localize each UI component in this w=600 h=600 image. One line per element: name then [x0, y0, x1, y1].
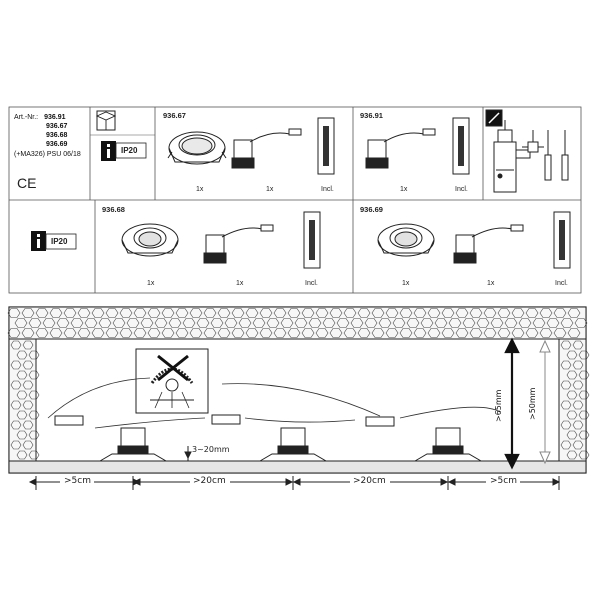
info-icon [31, 231, 77, 251]
gap-label: 3~20mm [192, 445, 230, 454]
package-id: 936.68 [102, 205, 125, 214]
qty-label: Incl. [555, 280, 568, 287]
qty-label: Incl. [455, 186, 468, 193]
spacing-label: >20cm [353, 476, 386, 486]
package-box-icon [95, 110, 117, 131]
article-label: Art.-Nr.: [14, 114, 39, 121]
qty-label: 1x [147, 280, 155, 287]
downlight-fixture [98, 427, 168, 462]
article-number: 936.67 [46, 123, 68, 130]
depth-arrow-65 [504, 337, 520, 470]
depth-label-50: >50mm [528, 387, 537, 420]
driver-936-67 [317, 117, 335, 175]
qty-label: 1x [266, 186, 274, 193]
lamp-module-936-68 [203, 224, 274, 264]
no-insulation-icon [135, 348, 209, 414]
qty-label: 1x [196, 186, 204, 193]
qty-label: 1x [400, 186, 408, 193]
article-number: 936.69 [46, 141, 68, 148]
package-id: 936.69 [360, 205, 383, 214]
article-number: 936.91 [44, 114, 66, 121]
spacing-label: >5cm [64, 476, 91, 486]
insulation-pattern [7, 308, 590, 460]
spacing-dimensions [28, 476, 561, 490]
article-number: 936.68 [46, 132, 68, 139]
depth-label-65: >65mm [494, 389, 503, 422]
qty-label: 1x [236, 280, 244, 287]
driver-936-68 [303, 211, 321, 269]
info-icon [101, 141, 147, 161]
downlight-fixture [413, 427, 483, 462]
tools-icon [485, 109, 569, 193]
qty-label: 1x [402, 280, 410, 287]
lamp-module-936-67 [231, 128, 302, 169]
driver-936-69 [553, 211, 571, 269]
ce-mark: CE [17, 175, 37, 191]
article-note: (+MA326) PSU 06/18 [14, 151, 81, 158]
qty-label: Incl. [321, 186, 334, 193]
package-id: 936.91 [360, 111, 383, 120]
gap-indicator [184, 446, 192, 461]
depth-arrow-50 [539, 339, 551, 465]
lamp-module-936-91 [365, 128, 436, 169]
package-id: 936.67 [163, 111, 186, 120]
lamp-module-936-69 [453, 224, 524, 264]
downlight-fixture [258, 427, 328, 462]
driver-936-91 [452, 117, 470, 175]
wiring [47, 377, 501, 429]
ip-rating-label: IP20 [121, 146, 138, 155]
connectors [54, 414, 395, 427]
spacing-label: >20cm [193, 476, 226, 486]
article-info: Art.-Nr.: 936.91 936.67 936.68 936.69 (+M… [14, 113, 81, 159]
trim-ring-936-69 [377, 223, 435, 257]
spacing-label: >5cm [490, 476, 517, 486]
dimension-label-bg [60, 476, 520, 488]
trim-ring-936-68 [121, 223, 179, 257]
qty-label: 1x [487, 280, 495, 287]
ip-rating-label: IP20 [51, 237, 68, 246]
trim-ring-936-67 [167, 131, 227, 165]
qty-label: Incl. [305, 280, 318, 287]
